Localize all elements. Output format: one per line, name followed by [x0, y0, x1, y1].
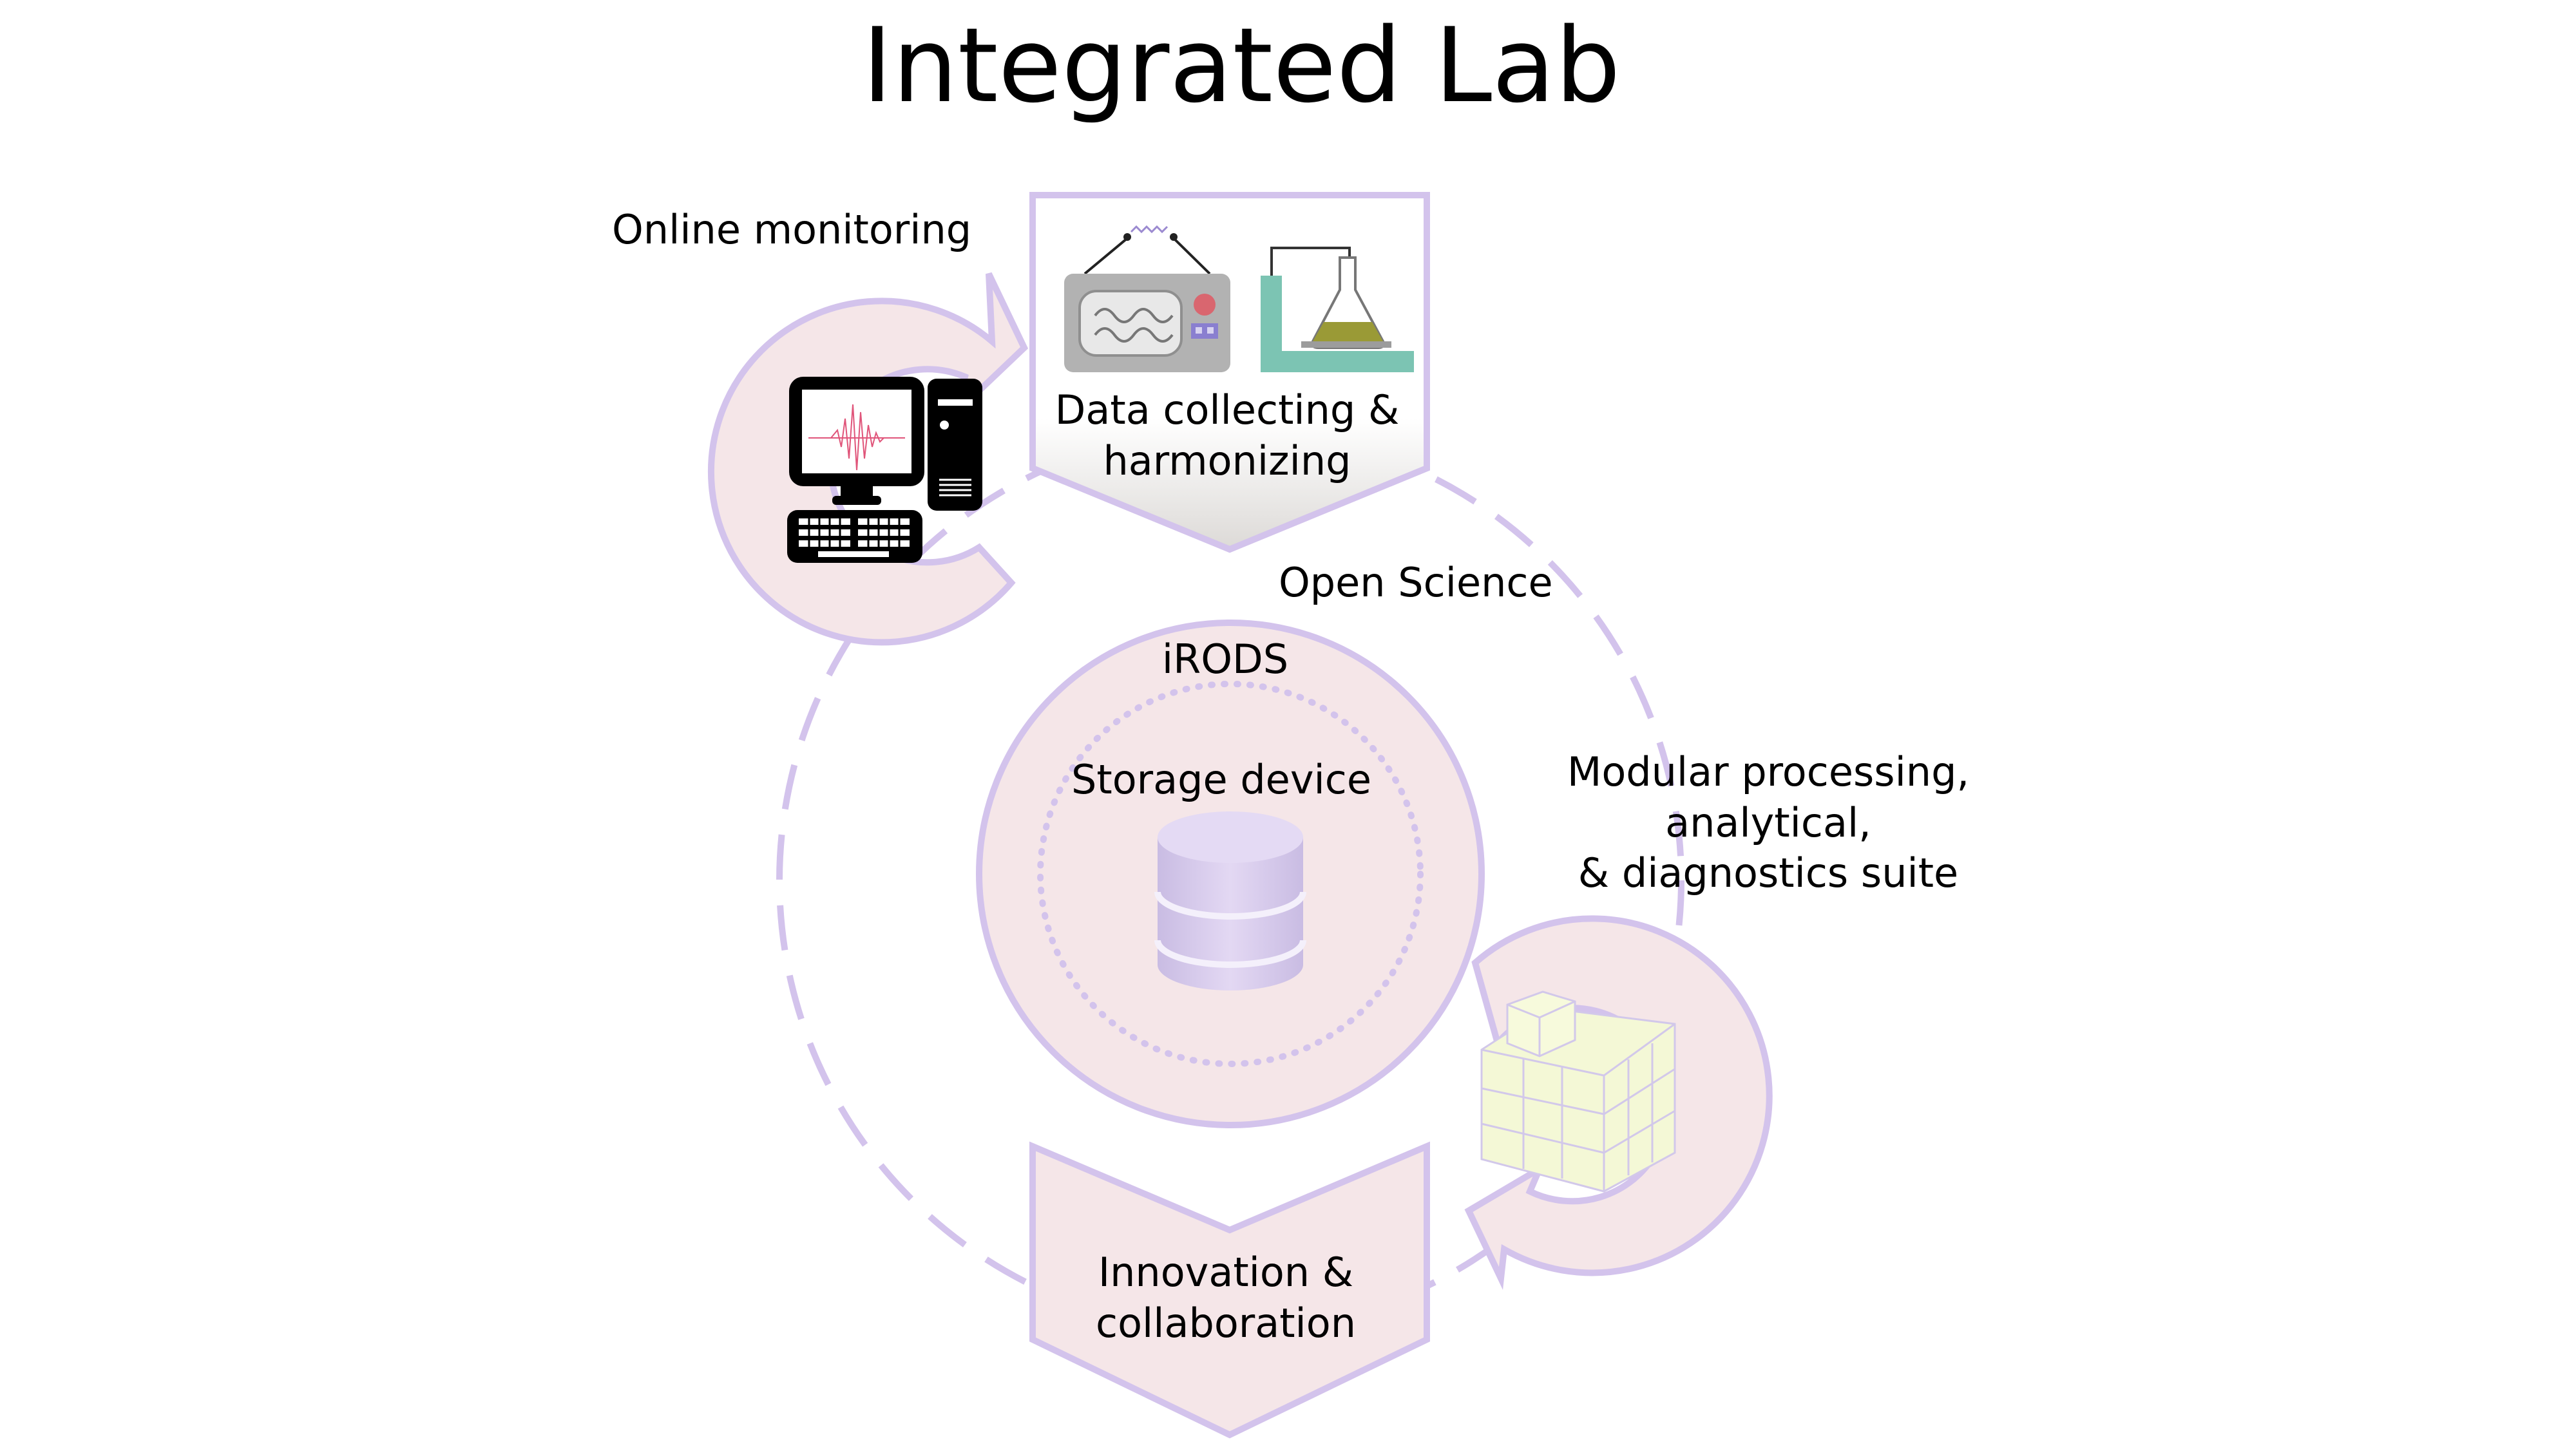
innovation-box [1029, 1141, 1430, 1439]
data-collecting-label: Data collecting & harmonizing [1054, 386, 1400, 484]
open-science-label: Open Science [1279, 559, 1553, 606]
diagram-title: Integrated Lab [862, 5, 1621, 126]
online-monitoring-label: Online monitoring [612, 206, 972, 253]
modular-suite-label: Modular processing, analytical, & diagno… [1567, 748, 1970, 897]
lab-flask-icon [1261, 247, 1414, 372]
innovation-label: Innovation & collaboration [1096, 1249, 1356, 1347]
irods-label: iRODS [1161, 636, 1289, 683]
open-science-cycle [776, 426, 1684, 1334]
oscilloscope-icon [1064, 225, 1230, 372]
computer-workstation-icon [787, 377, 982, 563]
database-icon [1154, 811, 1306, 990]
modular-cube-icon [1480, 990, 1676, 1193]
storage-device-label: Storage device [1071, 756, 1371, 803]
